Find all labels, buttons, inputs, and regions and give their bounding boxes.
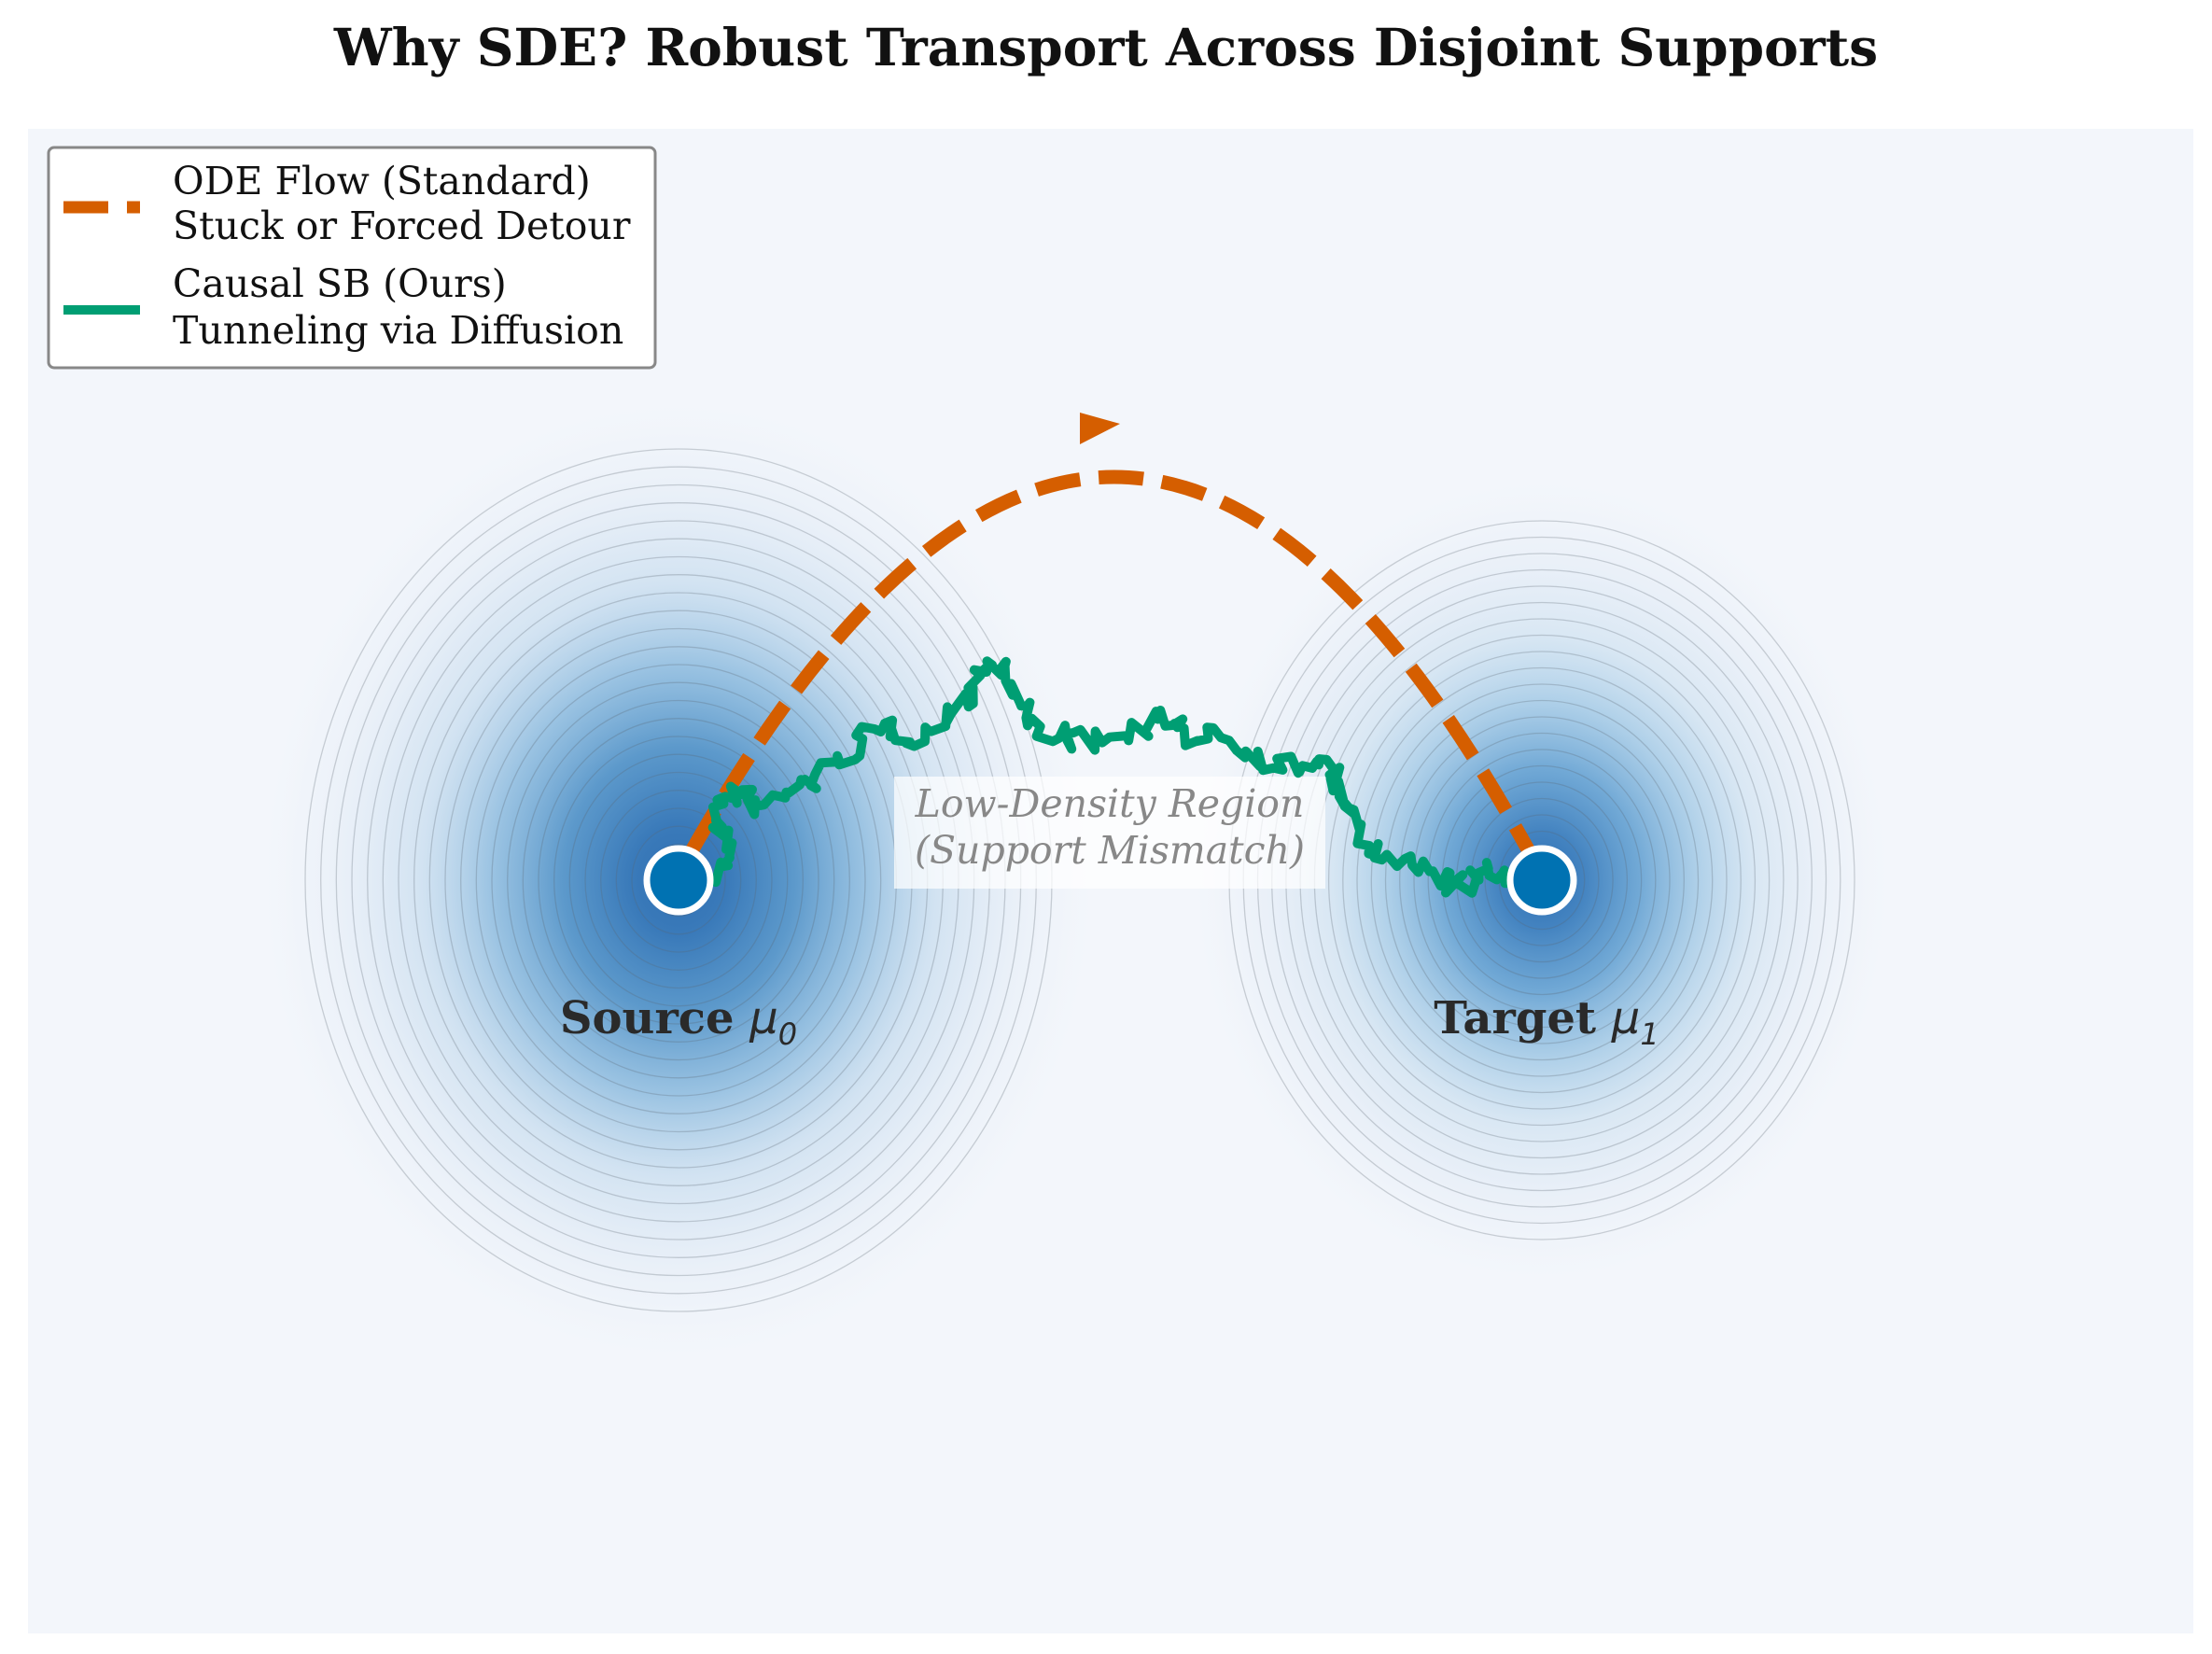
legend-box <box>47 146 657 370</box>
density-contour <box>568 753 789 1007</box>
density-contour <box>553 736 804 1025</box>
density-contour <box>1427 749 1657 1012</box>
figure-title: Why SDE? Robust Transport Across Disjoin… <box>333 17 1879 77</box>
region-label-line1: Low-Density Region <box>915 781 1305 826</box>
density-contour <box>522 699 835 1061</box>
density-contour <box>475 646 882 1114</box>
density-contour <box>615 807 742 953</box>
density-contour <box>1342 651 1742 1110</box>
density-contour <box>584 771 773 989</box>
density-contour <box>631 825 726 935</box>
density-contour <box>491 664 866 1097</box>
source-point <box>643 845 714 916</box>
source-label: Source μ0 <box>560 992 797 1052</box>
target-label: Target μ1 <box>1434 992 1659 1052</box>
density-contour <box>1384 699 1700 1061</box>
density-contour <box>1356 666 1728 1094</box>
region-label-line2: (Support Mismatch) <box>915 828 1305 873</box>
density-contour <box>538 718 819 1043</box>
target-point <box>1506 845 1577 916</box>
sde-tunneling-path <box>707 656 1515 898</box>
density-contour <box>1327 634 1757 1127</box>
legend: ODE Flow (Standard) Stuck or Forced Deto… <box>47 146 657 370</box>
legend-ode-label-line2: Stuck or Forced Detour <box>173 203 631 248</box>
density-contour <box>1484 814 1600 946</box>
density-contour <box>1399 716 1685 1044</box>
density-contour <box>507 681 850 1079</box>
legend-ode-label-line1: ODE Flow (Standard) <box>173 159 591 203</box>
density-contour <box>1413 732 1671 1029</box>
density-contour <box>1370 683 1714 1077</box>
density-contour <box>1470 797 1614 963</box>
density-contour <box>600 790 757 971</box>
region-annotation-box <box>894 777 1325 889</box>
legend-sde-label-line2: Tunneling via Diffusion <box>173 308 623 353</box>
ode-direction-arrow <box>1080 413 1120 444</box>
legend-sde-label-line1: Causal SB (Ours) <box>173 261 507 306</box>
ode-flow-path <box>686 470 1534 853</box>
